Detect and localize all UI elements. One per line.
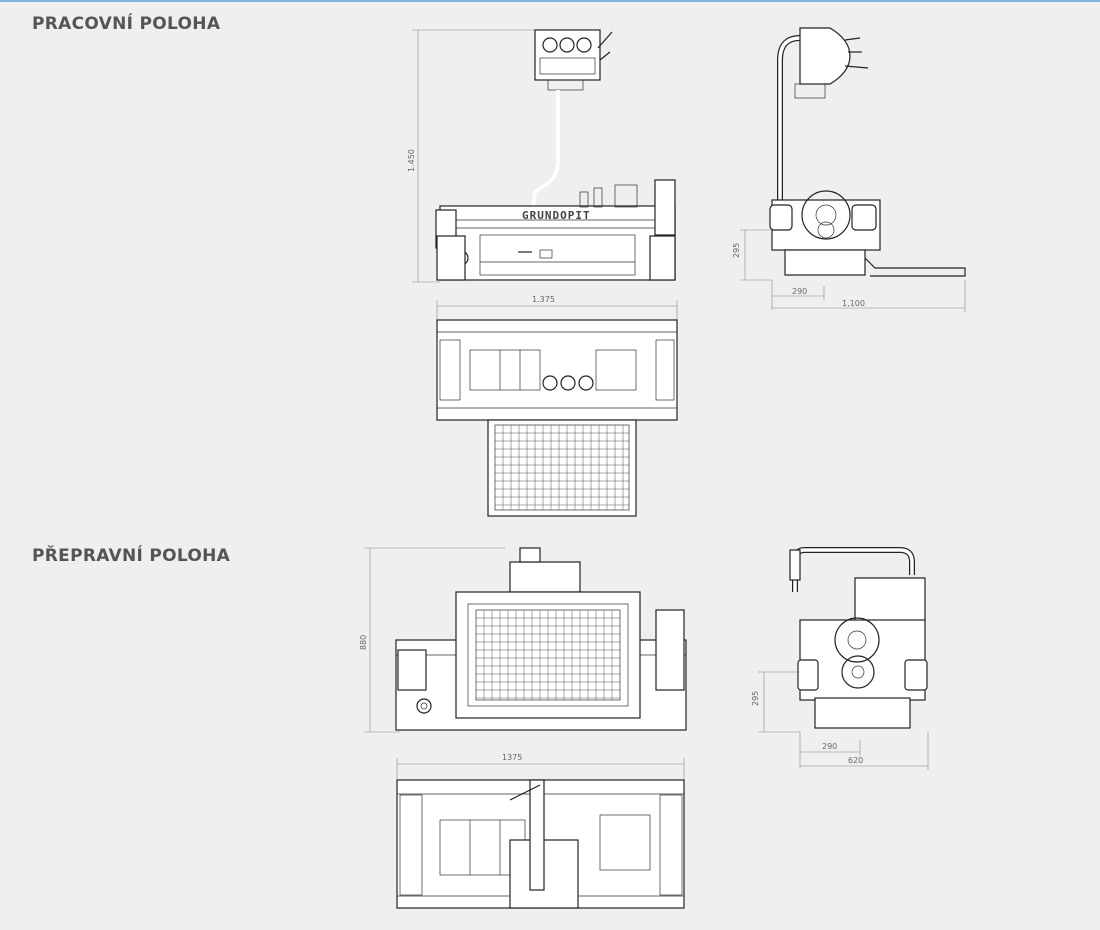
dim-label-1375-transport: 1375 (502, 753, 522, 762)
dim-label-1450: 1.450 (407, 149, 416, 172)
transport-side-view: 295 290 620 (751, 547, 929, 770)
working-front-view: 1.450 GRUNDOPIT (407, 29, 676, 283)
dimension-transport-side-height: 295 (751, 671, 800, 733)
section-title-transport: PŘEPRAVNÍ POLOHA (32, 546, 231, 566)
dimension-transport-front-height: 880 (359, 547, 505, 733)
dimension-working-side-base: 290 (771, 280, 825, 310)
dimension-working-front-height: 1.450 (407, 29, 540, 283)
dimension-transport-side-width: 620 (800, 732, 929, 770)
brand-label: GRUNDOPIT (522, 209, 591, 222)
section-title-working: PRACOVNÍ POLOHA (32, 14, 221, 34)
top-accent-line (0, 0, 1100, 2)
dimension-working-side-width: 1,100 (772, 280, 966, 312)
dim-label-1375-working: 1.375 (532, 295, 555, 304)
working-top-view: 1.375 (436, 295, 678, 517)
dim-label-295-transport: 295 (751, 691, 760, 706)
dim-label-290-transport: 290 (822, 742, 837, 751)
dim-label-880: 880 (359, 635, 368, 650)
working-side-view: 295 290 1,100 (732, 27, 966, 312)
dimension-working-side-height: 295 (732, 229, 772, 281)
dim-label-620: 620 (848, 756, 863, 765)
dimension-transport-side-base: 290 (799, 732, 861, 768)
transport-front-view: 880 (359, 547, 687, 733)
dim-label-290-working: 290 (792, 287, 807, 296)
dim-label-1100: 1,100 (842, 299, 865, 308)
dim-label-295-working: 295 (732, 243, 741, 258)
transport-top-view: 1375 (396, 753, 685, 909)
